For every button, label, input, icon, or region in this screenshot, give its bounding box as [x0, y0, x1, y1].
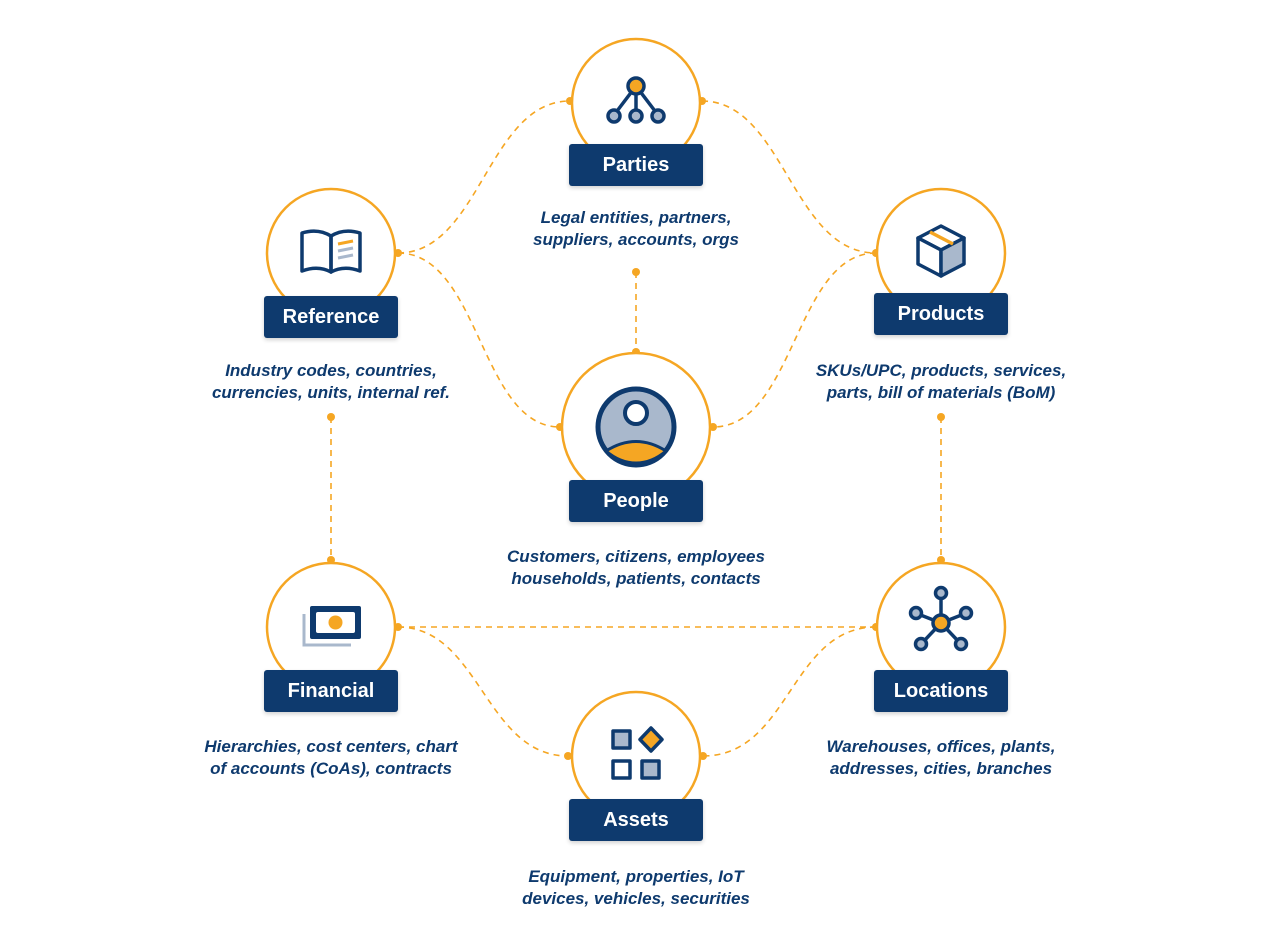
connector-products-people — [712, 252, 877, 428]
connectors — [330, 100, 942, 757]
node-label-people: People — [569, 480, 703, 522]
person-icon — [595, 386, 677, 468]
connector-parties-products — [701, 100, 877, 254]
node-label-products: Products — [874, 293, 1008, 335]
desc-line: devices, vehicles, securities — [522, 889, 750, 908]
box-icon — [916, 224, 966, 278]
connector-reference-parties — [397, 100, 571, 254]
node-label-locations: Locations — [874, 670, 1008, 712]
desc-line: of accounts (CoAs), contracts — [210, 759, 452, 778]
node-label-parties: Parties — [569, 144, 703, 186]
desc-line: SKUs/UPC, products, services, — [815, 361, 1067, 380]
desc-line: Equipment, properties, IoT — [528, 867, 744, 886]
node-desc-reference: Industry codes, countries, currencies, u… — [171, 360, 491, 404]
node-label-assets: Assets — [569, 799, 703, 841]
desc-line: suppliers, accounts, orgs — [533, 230, 739, 249]
connector-reference-people — [397, 252, 561, 428]
banknote-icon — [302, 606, 361, 647]
desc-line: households, patients, contacts — [511, 569, 761, 588]
desc-line: Industry codes, countries, — [225, 361, 437, 380]
desc-line: Warehouses, offices, plants, — [826, 737, 1056, 756]
node-desc-assets: Equipment, properties, IoT devices, vehi… — [476, 866, 796, 910]
node-desc-parties: Legal entities, partners, suppliers, acc… — [476, 207, 796, 251]
node-desc-people: Customers, citizens, employees household… — [476, 546, 796, 590]
network-icon — [908, 585, 974, 652]
shapes-icon — [611, 726, 664, 780]
node-label-financial: Financial — [264, 670, 398, 712]
connector-locations-assets — [702, 626, 877, 757]
desc-line: Hierarchies, cost centers, chart — [204, 737, 458, 756]
node-desc-products: SKUs/UPC, products, services, parts, bil… — [781, 360, 1101, 404]
node-label-reference: Reference — [264, 296, 398, 338]
desc-line: addresses, cities, branches — [829, 759, 1053, 778]
connector-financial-assets — [397, 626, 569, 757]
desc-line: parts, bill of materials (BoM) — [826, 383, 1056, 402]
hierarchy-icon — [606, 76, 666, 124]
node-desc-locations: Warehouses, offices, plants, addresses, … — [781, 736, 1101, 780]
node-desc-financial: Hierarchies, cost centers, chart of acco… — [171, 736, 491, 780]
book-icon — [300, 229, 362, 274]
desc-line: Customers, citizens, employees — [507, 547, 765, 566]
desc-line: Legal entities, partners, — [540, 208, 732, 227]
desc-line: currencies, units, internal ref. — [211, 383, 451, 402]
